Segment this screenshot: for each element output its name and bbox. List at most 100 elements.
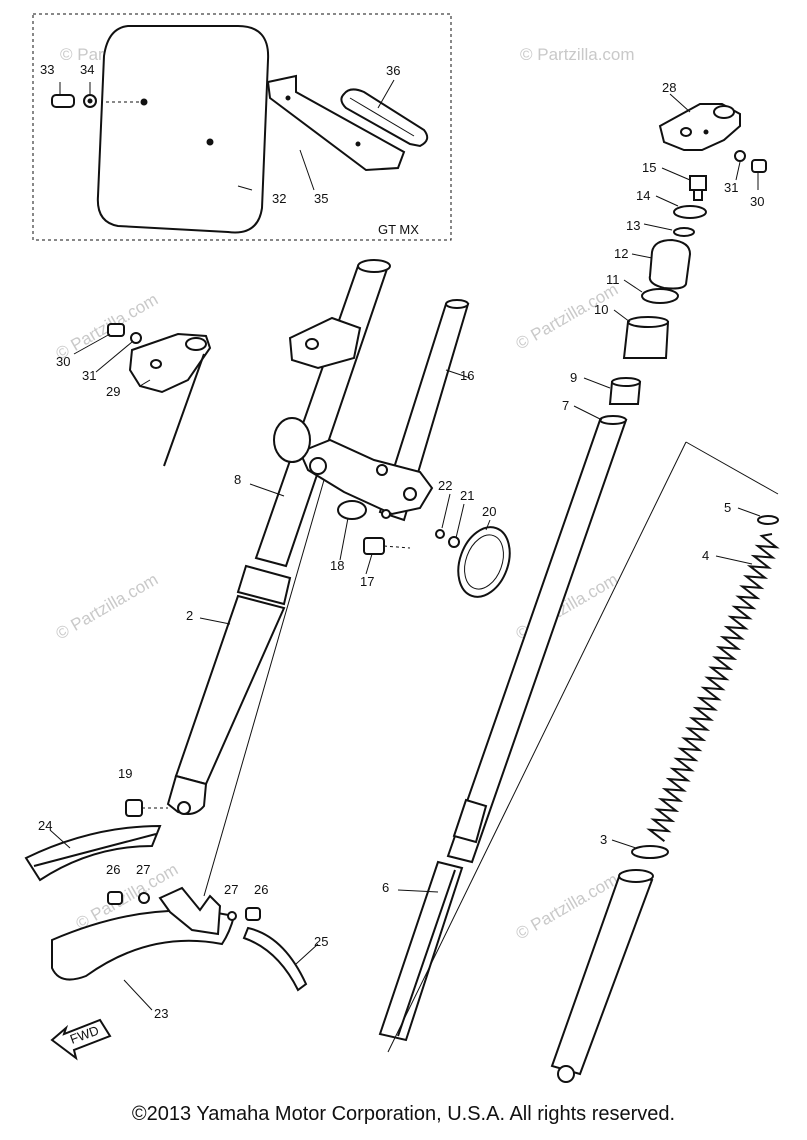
- callout-30-left: 30: [56, 354, 70, 369]
- outer-tube-left: [174, 594, 286, 786]
- stem-bushing: [337, 500, 367, 520]
- mud-flap: [24, 824, 162, 882]
- bracket-hole: [305, 338, 319, 350]
- retaining-clip: [631, 845, 669, 859]
- spring-seat: [757, 515, 779, 525]
- washer: [435, 529, 445, 539]
- bracket-hole: [285, 95, 291, 101]
- screw: [51, 94, 75, 108]
- crown-hole: [403, 487, 417, 501]
- guide-line: [685, 441, 779, 495]
- callout-31-left: 31: [82, 368, 96, 383]
- callout-5: 5: [724, 500, 731, 515]
- bushing-hole: [381, 509, 391, 519]
- washer: [227, 911, 237, 921]
- tube-top: [599, 415, 627, 425]
- bracket-hole: [680, 127, 692, 137]
- plate-hole: [140, 98, 148, 106]
- bracket-hole: [150, 359, 162, 369]
- callout-25: 25: [314, 934, 328, 949]
- tube-collar: [452, 798, 488, 844]
- nut: [448, 536, 460, 548]
- callout-20: 20: [482, 504, 496, 519]
- bracket-hole: [703, 129, 709, 135]
- callout-4: 4: [702, 548, 709, 563]
- stem-bolt: [363, 537, 385, 555]
- steering-cover: [273, 417, 311, 463]
- crown-hole: [376, 464, 388, 476]
- callout-11: 11: [606, 272, 620, 287]
- callout-6: 6: [382, 880, 389, 895]
- callout-17: 17: [360, 574, 374, 589]
- emblem-inner: [464, 534, 504, 590]
- callout-21: 21: [460, 488, 474, 503]
- callout-29: 29: [106, 384, 120, 399]
- callout-18: 18: [330, 558, 344, 573]
- bracket-ring: [713, 105, 735, 119]
- seal-top: [611, 377, 641, 387]
- number-plate: [96, 25, 270, 234]
- callout-33: 33: [40, 62, 54, 77]
- fender-brace: [242, 926, 308, 992]
- circlip: [641, 288, 679, 304]
- callout-9: 9: [570, 370, 577, 385]
- bolt: [107, 891, 123, 905]
- callout-28: 28: [662, 80, 676, 95]
- emblem: [457, 526, 511, 598]
- copyright-notice: ©2013 Yamaha Motor Corporation, U.S.A. A…: [131, 1103, 676, 1125]
- rubber-band: [340, 88, 429, 148]
- callout-15: 15: [642, 160, 656, 175]
- axle-bolt: [125, 799, 143, 817]
- callout-32: 32: [272, 191, 286, 206]
- plate-hole: [206, 138, 214, 146]
- inset-label: GT MX: [378, 222, 419, 237]
- fender-bracket: [158, 886, 222, 936]
- plate-bracket: [266, 74, 406, 172]
- callout-26-right: 26: [254, 882, 268, 897]
- axle-boss: [177, 801, 191, 815]
- callout-14: 14: [636, 188, 650, 203]
- callout-22: 22: [438, 478, 452, 493]
- callout-13: 13: [626, 218, 640, 233]
- washer: [130, 332, 142, 344]
- guide-line: [203, 479, 325, 897]
- bracket-arm: [163, 353, 205, 467]
- outer-tube-top: [618, 869, 654, 883]
- washer-hole: [87, 98, 93, 104]
- callout-2: 2: [186, 608, 193, 623]
- damper-rod: [378, 860, 464, 1042]
- callout-19: 19: [118, 766, 132, 781]
- leader-line: [383, 545, 411, 549]
- cap-bolt: [689, 175, 707, 191]
- callout-36: 36: [386, 63, 400, 78]
- callout-7: 7: [562, 398, 569, 413]
- callout-10: 10: [594, 302, 608, 317]
- callout-27-right: 27: [224, 882, 238, 897]
- fwd-arrow-icon: [50, 1018, 112, 1061]
- callout-23: 23: [154, 1006, 168, 1021]
- callout-24: 24: [38, 818, 52, 833]
- axle-boss: [557, 1065, 575, 1083]
- callout-34: 34: [80, 62, 94, 77]
- bolt: [245, 907, 261, 921]
- callout-16: 16: [460, 368, 474, 383]
- bracket-hole: [355, 141, 361, 147]
- pinch-bolt: [309, 457, 327, 475]
- guide-line: [387, 441, 687, 1053]
- upper-bracket: [288, 316, 362, 370]
- flat-washer: [673, 205, 707, 219]
- callout-26-left: 26: [106, 862, 120, 877]
- watermark: © Partzilla.com: [520, 45, 635, 64]
- bushing-top: [627, 316, 669, 328]
- callout-31-right: 31: [724, 180, 738, 195]
- watermark: © Partzilla.com: [53, 570, 162, 644]
- inner-tube-right: [446, 419, 628, 864]
- fender-edge: [85, 940, 223, 977]
- washer: [138, 892, 150, 904]
- bracket-ring: [185, 337, 207, 351]
- fork-cap: [648, 238, 692, 290]
- inset-box: [32, 13, 452, 241]
- callout-8: 8: [234, 472, 241, 487]
- callout-12: 12: [614, 246, 628, 261]
